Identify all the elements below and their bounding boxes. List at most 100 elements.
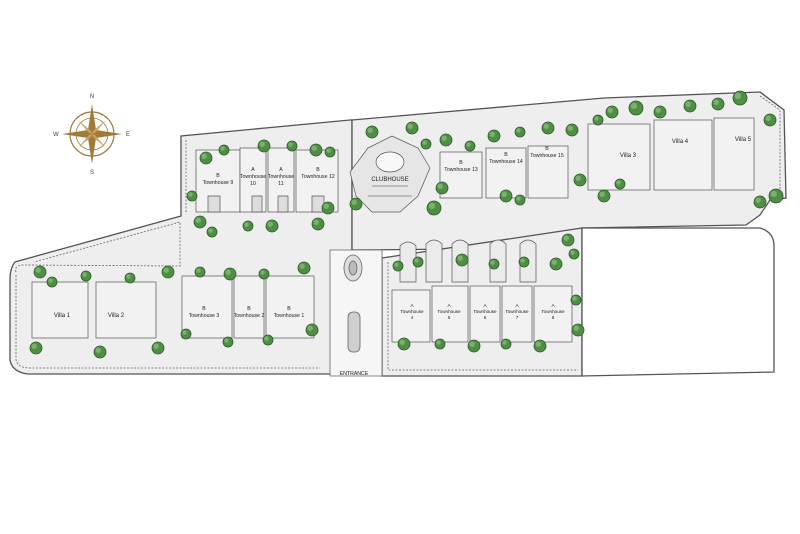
tree-highlight (208, 228, 213, 233)
tree-highlight (399, 339, 405, 345)
townhouse-10-type: A (251, 167, 255, 173)
tree-highlight (31, 343, 37, 349)
townhouse-3-type: B (202, 306, 206, 312)
townhouse-6-number: 6 (484, 315, 487, 320)
townhouse-10-number: 10 (250, 181, 256, 187)
compass-rose: N S E W (53, 94, 130, 176)
townhouse-7-name: Townhouse (505, 309, 529, 314)
compass-north: N (90, 94, 94, 100)
tree-highlight (196, 268, 201, 273)
townhouse-12-type: B (316, 167, 320, 173)
tree-highlight (288, 142, 293, 147)
tree-highlight (313, 219, 319, 225)
villa-1-label: Villa 1 (54, 313, 71, 319)
tree-highlight (153, 343, 159, 349)
tree-highlight (267, 221, 273, 227)
tree-highlight (126, 274, 131, 279)
townhouse-6-name: Townhouse (473, 309, 497, 314)
townhouse-5-name: Townhouse (437, 309, 461, 314)
tree-highlight (594, 116, 599, 121)
tree-highlight (516, 196, 521, 201)
tree-highlight (563, 235, 569, 241)
tree-highlight (163, 267, 169, 273)
townhouse-6-type: A (483, 303, 487, 308)
tree-highlight (299, 263, 305, 269)
unit-labels: B Townhouse 9 A Townhouse 10 A Townhouse… (54, 137, 752, 377)
tree-highlight (567, 125, 573, 131)
villa-4-label: Villa 4 (672, 139, 689, 145)
tree-highlight (323, 203, 329, 209)
tree-highlight (469, 341, 475, 347)
tree-highlight (599, 191, 605, 197)
tree-highlight (367, 127, 373, 133)
tree-highlight (501, 191, 507, 197)
townhouse-12-label: Townhouse 12 (301, 174, 335, 180)
townhouse-14-type: B (504, 152, 508, 158)
tree-highlight (616, 180, 621, 185)
townhouse-11-number: 11 (278, 181, 283, 187)
townhouse-1-type: B (287, 306, 291, 312)
tree-highlight (225, 269, 231, 275)
townhouse-2-label: Townhouse 2 (234, 313, 265, 319)
compass-south: S (90, 170, 94, 176)
townhouse-15-type: B (545, 146, 549, 152)
inner-walkways (15, 95, 781, 371)
tree-highlight (685, 101, 691, 107)
tree-highlight (573, 325, 579, 331)
tree-highlight (428, 202, 436, 210)
townhouse-11-name: Townhouse (268, 174, 294, 180)
tree-highlight (630, 102, 638, 110)
townhouse-9-label: Townhouse 9 (203, 180, 234, 186)
tree-highlight (457, 255, 463, 261)
tree-highlight (394, 262, 399, 267)
tree-highlight (407, 123, 413, 129)
townhouse-10-name: Townhouse (240, 174, 266, 180)
townhouse-8-name: Townhouse (541, 309, 565, 314)
tree-highlight (607, 107, 613, 113)
tree-highlight (244, 222, 249, 227)
townhouse-2-type: B (247, 306, 251, 312)
townhouse-7-type: A (515, 303, 519, 308)
tree-highlight (259, 141, 265, 147)
townhouse-4-type: A (410, 303, 414, 308)
townhouse-11-type: A (279, 167, 283, 173)
townhouse-8-number: 8 (552, 315, 555, 320)
tree-highlight (502, 340, 507, 345)
tree-highlight (535, 341, 541, 347)
tree-highlight (311, 145, 317, 151)
tree-highlight (755, 197, 761, 203)
townhouse-5-type: A (447, 303, 451, 308)
tree-highlight (655, 107, 661, 113)
townhouse-7-number: 7 (516, 315, 519, 320)
tree-highlight (713, 99, 719, 105)
tree-highlight (195, 217, 201, 223)
tree-highlight (95, 347, 101, 353)
tree-highlight (572, 296, 577, 301)
tree-highlight (575, 175, 581, 181)
compass-east: E (126, 132, 130, 138)
tree-highlight (260, 270, 265, 275)
townhouse-4-number: 4 (411, 315, 414, 320)
townhouse-3-label: Townhouse 3 (189, 313, 220, 319)
gatehouse (347, 311, 361, 353)
townhouse-15-label: Townhouse 15 (530, 153, 564, 159)
entrance-label: ENTRANCE (340, 371, 369, 377)
tree-highlight (490, 260, 495, 265)
villa-2-label: Villa 2 (108, 313, 125, 319)
tree-highlight (220, 146, 225, 151)
clubhouse-building (349, 135, 431, 213)
townhouse-13-type: B (459, 160, 463, 166)
tree-highlight (351, 199, 357, 205)
tree-highlight (551, 259, 557, 265)
townhouse-4-name: Townhouse (400, 309, 424, 314)
tree-highlight (770, 190, 778, 198)
tree-highlight (436, 340, 441, 345)
tree-highlight (422, 140, 427, 145)
tree-highlight (182, 330, 187, 335)
clubhouse-label: CLUBHOUSE (371, 177, 408, 183)
tree-highlight (441, 135, 447, 141)
villa-3-label: Villa 3 (620, 153, 637, 159)
tree-highlight (765, 115, 771, 121)
tree-highlight (188, 192, 193, 197)
